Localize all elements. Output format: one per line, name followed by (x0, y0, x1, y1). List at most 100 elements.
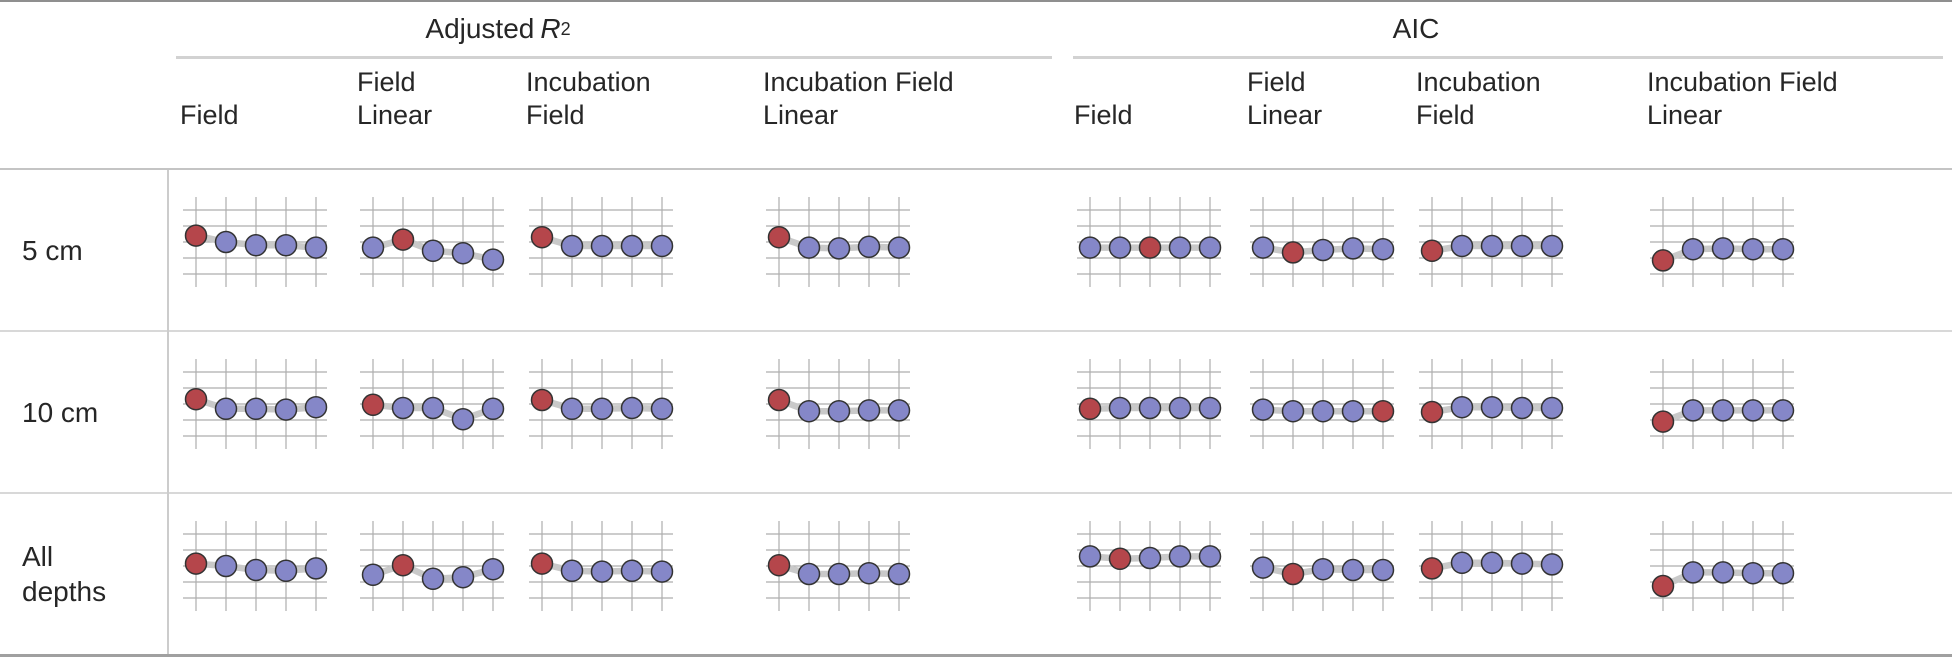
data-point (1341, 237, 1365, 260)
sparkline-cell-adjusted-r2-incubation-field (514, 332, 751, 492)
data-point (451, 565, 475, 589)
data-point (797, 236, 821, 259)
highlighted-data-point (767, 553, 791, 577)
data-point (274, 559, 298, 583)
sparkline-cell-aic-incubation-field (1404, 494, 1635, 654)
column-header-aic-field: Field (1074, 100, 1133, 131)
highlighted-data-point (184, 224, 208, 247)
data-point (827, 237, 851, 260)
column-header-adjusted-r2-incubation-field-linear: Incubation Field Linear (763, 67, 954, 131)
sparkline-chart (1077, 197, 1222, 287)
sparkline-cell-aic-field (1062, 332, 1235, 492)
data-point (887, 236, 911, 259)
sparkline-cell-aic-incubation-field (1404, 170, 1635, 330)
data-point (1540, 396, 1564, 420)
data-point (560, 397, 584, 421)
data-point (451, 407, 475, 431)
data-point (1450, 551, 1474, 575)
column-header-row: Field Field Linear Incubation Field Incubat… (0, 59, 1952, 170)
sparkline-cell-adjusted-r2-field-linear (345, 332, 514, 492)
row-label: 10 cm (22, 396, 99, 428)
column-header-adjusted-r2-field: Field (180, 100, 239, 131)
data-point (1450, 234, 1474, 258)
data-point (1311, 557, 1335, 581)
sparkline-chart (1077, 521, 1222, 611)
highlighted-data-point (767, 225, 791, 249)
highlighted-data-point (1108, 547, 1132, 571)
column-header-aic-field-linear: Field Linear (1247, 67, 1323, 131)
data-point (214, 554, 238, 578)
corner-cell (0, 59, 168, 168)
data-point (1341, 558, 1365, 582)
data-point (1138, 396, 1162, 420)
table-row-5-cm: 5 cm (0, 170, 1952, 330)
data-point (274, 233, 298, 257)
data-point (650, 234, 674, 258)
sparkline-chart (766, 197, 911, 287)
data-point (1371, 237, 1395, 261)
sparkline-chart (766, 359, 911, 449)
sparkline-cell-aic-field-linear (1235, 494, 1404, 654)
group-spanner-line (1073, 56, 1943, 59)
data-point (1741, 561, 1765, 585)
highlighted-data-point (184, 552, 208, 575)
data-point (1251, 556, 1275, 579)
data-point (620, 559, 644, 583)
sparkline-chart (766, 521, 911, 611)
data-point (1341, 399, 1365, 423)
sparkline-cell-aic-incubation-field-linear (1635, 332, 1952, 492)
data-point (857, 235, 881, 259)
data-point (1510, 552, 1534, 575)
data-point (1371, 558, 1395, 582)
sparkline-chart (1077, 359, 1222, 449)
highlighted-data-point (767, 388, 791, 412)
sparkline-chart (183, 197, 328, 287)
data-point (421, 567, 445, 591)
data-point (1510, 396, 1534, 420)
group-spanner-line (176, 56, 1052, 59)
data-point (827, 562, 851, 586)
data-point (827, 399, 851, 423)
sparkline-chart (1250, 359, 1395, 449)
highlighted-data-point (1651, 574, 1675, 598)
highlighted-data-point (1138, 236, 1162, 259)
data-point (650, 560, 674, 583)
column-header-aic-incubation-field: Incubation Field (1416, 67, 1541, 131)
highlighted-data-point (1281, 241, 1305, 264)
data-point (1078, 545, 1102, 568)
sparkline-chart (183, 359, 328, 449)
data-point (1741, 237, 1765, 261)
data-point (560, 234, 584, 258)
sparkline-chart (1650, 359, 1795, 449)
highlighted-data-point (530, 225, 554, 249)
data-point (857, 561, 881, 585)
highlighted-data-point (1078, 397, 1102, 421)
highlighted-data-point (1420, 557, 1444, 580)
data-point (1771, 561, 1795, 585)
data-point (1450, 395, 1474, 419)
sparkline-cell-adjusted-r2-incubation-field (514, 494, 751, 654)
data-point (1480, 395, 1504, 419)
data-point (1198, 545, 1222, 568)
data-point (1681, 237, 1705, 261)
data-point (481, 557, 505, 581)
sparkline-cell-aic-field (1062, 170, 1235, 330)
sparkline-chart (360, 521, 505, 611)
data-point (214, 397, 238, 421)
sparkline-chart (1419, 521, 1564, 611)
data-point (421, 239, 445, 263)
column-header-adjusted-r2-incubation-field: Incubation Field (526, 67, 651, 131)
data-point (1510, 234, 1534, 258)
data-point (1771, 399, 1795, 422)
data-point (620, 396, 644, 420)
sparkline-chart (529, 197, 674, 287)
data-point (274, 398, 298, 421)
sparkline-cell-aic-field-linear (1235, 332, 1404, 492)
data-point (1168, 396, 1192, 420)
data-point (304, 557, 328, 580)
sparkline-chart (529, 359, 674, 449)
data-point (1251, 398, 1275, 421)
data-point (481, 397, 505, 421)
